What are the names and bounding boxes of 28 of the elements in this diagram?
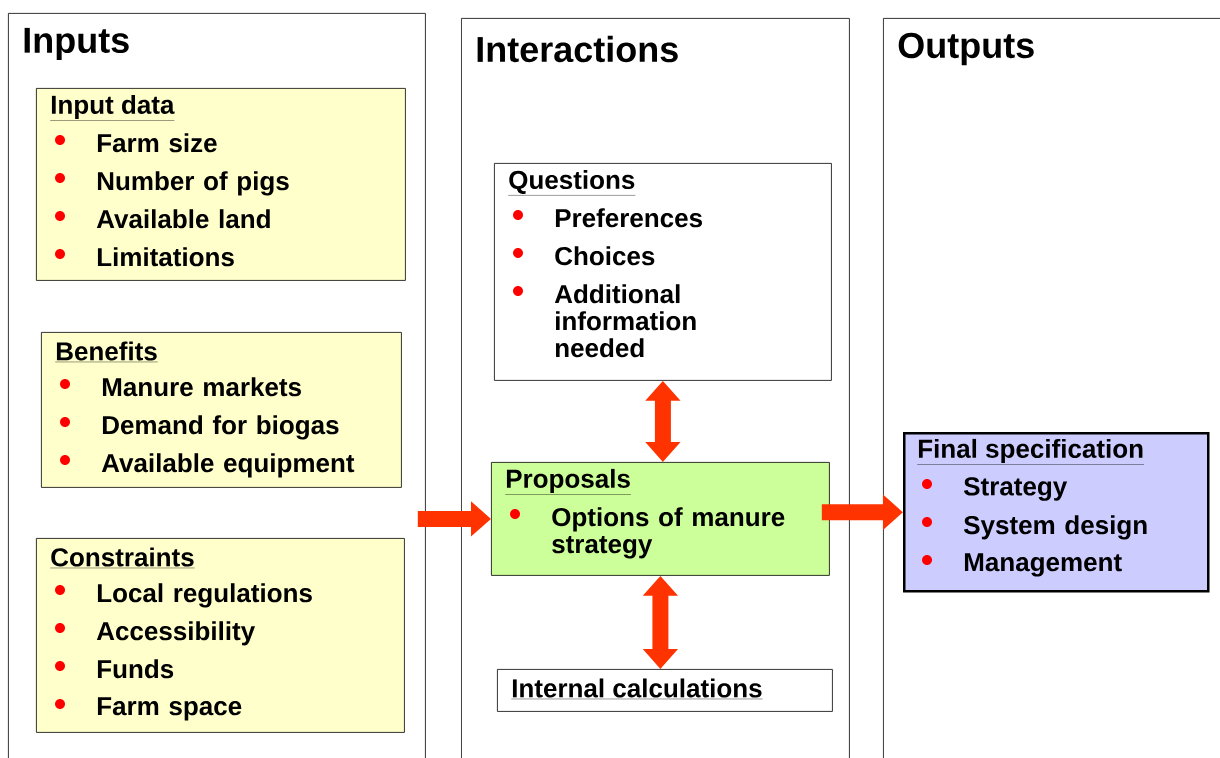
bullet-item: Local regulations xyxy=(97,583,312,608)
bullet-item: Management xyxy=(964,553,1122,577)
bullet-item: Farm space xyxy=(97,697,242,721)
bullet-item: Farm size xyxy=(97,133,217,153)
box-heading: Benefits xyxy=(55,341,158,363)
bullet-item: Manure markets xyxy=(102,377,301,397)
column-title: Outputs xyxy=(898,32,1034,66)
bullet-item: Demand for biogas xyxy=(102,415,339,440)
box-heading: Final specification xyxy=(917,438,1145,465)
bullet-item: Preferences xyxy=(555,208,702,228)
box-heading: Internal calculations xyxy=(511,678,763,700)
box-heading: Input data xyxy=(50,94,175,121)
box-heading: Constraints xyxy=(50,547,195,569)
bullet-item: Available land xyxy=(96,209,270,229)
bullet-item: Number of pigs xyxy=(97,171,289,196)
bullet-item: Additional information needed xyxy=(554,284,696,358)
bullet-item: Available equipment xyxy=(101,453,355,478)
bullet-item: Choices xyxy=(555,246,655,266)
bullet-item: Accessibility xyxy=(96,621,256,646)
column-title: Interactions xyxy=(477,35,678,63)
column-title: Inputs xyxy=(24,27,129,61)
box-heading: Questions xyxy=(508,170,636,196)
bullet-item: Funds xyxy=(97,659,174,679)
box-heading: Proposals xyxy=(505,468,632,495)
bullet-item: Strategy xyxy=(963,477,1068,501)
bullet-item: Options of manure strategy xyxy=(552,507,785,559)
bullet-item: System design xyxy=(963,515,1147,540)
bullet-item: Limitations xyxy=(97,247,234,267)
